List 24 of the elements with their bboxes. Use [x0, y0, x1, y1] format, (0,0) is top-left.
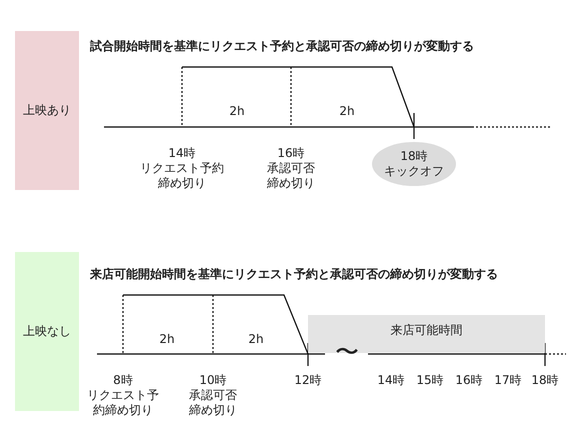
time-label: 8時 — [113, 373, 133, 388]
duration-label: 2h — [248, 332, 264, 347]
duration-label: 2h — [229, 104, 245, 119]
time-label: 16時 — [277, 146, 305, 161]
section-heading: 来店可能開始時間を基準にリクエスト予約と承認可否の締め切りが変動する — [90, 266, 498, 283]
category-panel: 上映あり — [15, 31, 79, 190]
deadline-label: リクエスト予約締め切り — [139, 161, 225, 191]
deadline-label: リクエスト予約締め切り — [86, 388, 160, 418]
time-label: 16時 — [455, 373, 483, 388]
time-label: 10時 — [199, 373, 227, 388]
duration-label: 2h — [339, 104, 355, 119]
time-label: 14時 — [168, 146, 196, 161]
time-label: 18時 — [531, 373, 559, 388]
event-ellipse: 18時 キックオフ — [372, 142, 456, 186]
section-heading: 試合開始時間を基準にリクエスト予約と承認可否の締め切りが変動する — [90, 38, 474, 55]
time-label: 17時 — [494, 373, 522, 388]
deadline-label: 承認可否締め切り — [266, 161, 316, 191]
time-label: 12時 — [294, 373, 322, 388]
tilde-symbol: 〜 — [335, 338, 359, 366]
category-panel: 上映なし — [15, 252, 79, 411]
deadline-label: 承認可否締め切り — [188, 388, 238, 418]
time-label: 15時 — [416, 373, 444, 388]
time-label: 14時 — [377, 373, 405, 388]
duration-label: 2h — [159, 332, 175, 347]
